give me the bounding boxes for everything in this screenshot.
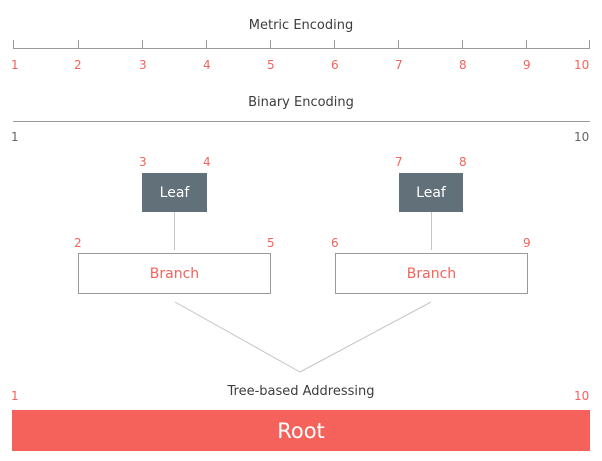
binary-label-start: 1 [11, 130, 19, 144]
metric-tick [142, 40, 143, 49]
metric-encoding-title: Metric Encoding [248, 18, 354, 33]
metric-label-3: 3 [139, 58, 147, 72]
metric-label-2: 2 [74, 58, 82, 72]
metric-tick [13, 40, 14, 49]
metric-tick [206, 40, 207, 49]
left-branch-end-label: 5 [267, 236, 275, 250]
metric-label-7: 7 [395, 58, 403, 72]
right-branch-start-label: 6 [331, 236, 339, 250]
metric-label-9: 9 [523, 58, 531, 72]
metric-label-8: 8 [459, 58, 467, 72]
metric-label-1: 1 [11, 58, 19, 72]
metric-tick [270, 40, 271, 49]
metric-tick [526, 40, 527, 49]
binary-label-end: 10 [574, 130, 590, 144]
left-leaf-start-label: 3 [139, 155, 147, 169]
metric-label-10: 10 [574, 58, 590, 72]
left-branch-start-label: 2 [74, 236, 82, 250]
tree-addressing-title: Tree-based Addressing [227, 384, 375, 399]
right-leaf-end-label: 8 [459, 155, 467, 169]
binary-encoding-title: Binary Encoding [248, 95, 354, 110]
right-leaf-start-label: 7 [395, 155, 403, 169]
left-leaf-end-label: 4 [203, 155, 211, 169]
left-leaf-connector [174, 212, 175, 250]
right-branch-node: Branch [335, 253, 528, 294]
root-start-label: 1 [11, 389, 19, 403]
left-leaf-node: Leaf [142, 173, 207, 212]
metric-label-6: 6 [331, 58, 339, 72]
root-node: Root [12, 410, 590, 451]
root-end-label: 10 [574, 389, 590, 403]
metric-tick [589, 40, 590, 49]
metric-label-5: 5 [267, 58, 275, 72]
right-leaf-node: Leaf [399, 173, 463, 212]
metric-tick [462, 40, 463, 49]
metric-tick [334, 40, 335, 49]
right-branch-end-label: 9 [523, 236, 531, 250]
left-branch-node: Branch [78, 253, 271, 294]
right-leaf-connector [431, 212, 432, 250]
metric-tick [78, 40, 79, 49]
metric-label-4: 4 [203, 58, 211, 72]
binary-axis-line [13, 121, 590, 122]
metric-axis-line [13, 48, 590, 49]
metric-tick [398, 40, 399, 49]
